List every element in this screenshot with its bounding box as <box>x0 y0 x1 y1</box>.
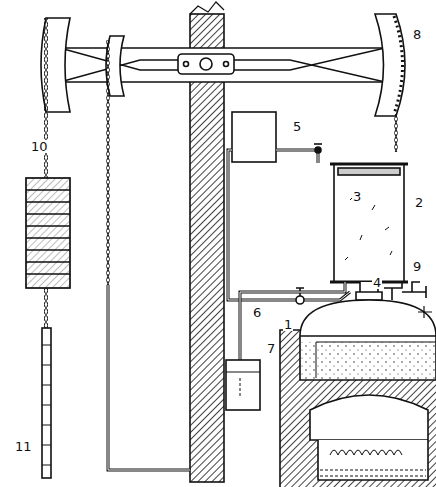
callout-number: 6 <box>252 306 262 319</box>
callout-number: 9 <box>412 260 422 273</box>
callout-number: 7 <box>266 342 276 355</box>
callout-number: 11 <box>14 440 33 453</box>
callout-number: 5 <box>292 120 302 133</box>
callout-number: 1 <box>283 318 293 331</box>
callout-number: 3 <box>352 190 362 203</box>
callout-number: 2 <box>414 196 424 209</box>
callout-number: 10 <box>30 140 49 153</box>
callout-number: 4 <box>372 276 382 289</box>
callout-number: 8 <box>412 28 422 41</box>
